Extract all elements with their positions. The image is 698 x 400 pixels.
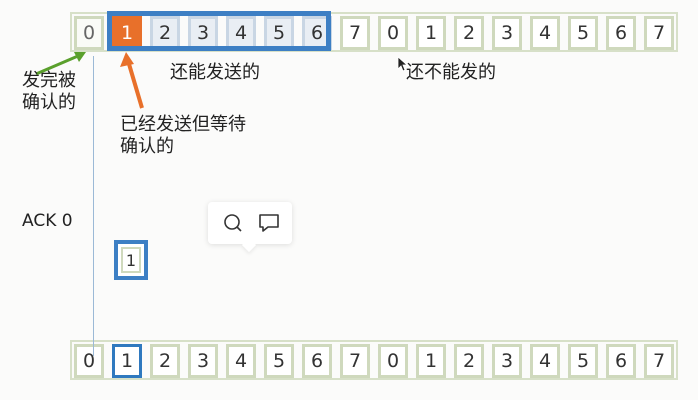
sent-waiting-label: 已经发送但等待确认的 bbox=[120, 114, 246, 157]
acked-label: 发完被确认的 bbox=[22, 70, 76, 113]
sent-waiting-arrow bbox=[120, 52, 144, 109]
sender-seq-cell: 7 bbox=[340, 16, 370, 50]
packet-number: 1 bbox=[121, 247, 141, 273]
sender-seq-cell: 5 bbox=[264, 16, 294, 50]
can-send-label: 还能发送的 bbox=[170, 62, 260, 83]
receiver-seq-cell: 0 bbox=[74, 344, 104, 378]
sender-seq-cell: 1 bbox=[416, 16, 446, 50]
receiver-seq-cell: 5 bbox=[264, 344, 294, 378]
mouse-cursor-icon bbox=[397, 56, 409, 72]
receiver-seq-cell: 2 bbox=[150, 344, 180, 378]
ack-label: ACK 0 bbox=[22, 211, 73, 231]
receiver-seq-cell: 6 bbox=[302, 344, 332, 378]
sender-seq-cell: 2 bbox=[150, 16, 180, 50]
sender-seq-cell: 3 bbox=[492, 16, 522, 50]
sender-seq-cell: 3 bbox=[188, 16, 218, 50]
receiver-seq-cell: 7 bbox=[340, 344, 370, 378]
comment-button[interactable] bbox=[256, 211, 282, 235]
receiver-seq-cell: 6 bbox=[606, 344, 636, 378]
receiver-seq-cell: 5 bbox=[568, 344, 598, 378]
receiver-seq-cell: 3 bbox=[492, 344, 522, 378]
packet-frame: 1 bbox=[114, 240, 148, 280]
receiver-seq-cell: 7 bbox=[644, 344, 674, 378]
sender-seq-cell: 0 bbox=[378, 16, 408, 50]
sender-seq-cell: 5 bbox=[568, 16, 598, 50]
floating-toolbar bbox=[208, 202, 292, 244]
receiver-seq-cell: 4 bbox=[226, 344, 256, 378]
search-icon bbox=[224, 214, 242, 232]
cannot-send-label: 还不能发的 bbox=[406, 62, 496, 83]
sender-seq-cell: 0 bbox=[74, 16, 104, 50]
sender-seq-cell: 6 bbox=[606, 16, 636, 50]
sender-seq-cell: 4 bbox=[226, 16, 256, 50]
receiver-seq-cell: 2 bbox=[454, 344, 484, 378]
receiver-seq-cell: 1 bbox=[416, 344, 446, 378]
receiver-sequence-frame bbox=[70, 340, 678, 380]
sender-seq-cell: 7 bbox=[644, 16, 674, 50]
receiver-seq-cell: 0 bbox=[378, 344, 408, 378]
sender-seq-cell: 1 bbox=[112, 16, 142, 50]
sender-seq-cell: 2 bbox=[454, 16, 484, 50]
timeline-line bbox=[93, 56, 94, 356]
receiver-seq-cell: 4 bbox=[530, 344, 560, 378]
sender-seq-cell: 4 bbox=[530, 16, 560, 50]
search-button[interactable] bbox=[220, 211, 246, 235]
receiver-seq-cell: 1 bbox=[112, 344, 142, 378]
receiver-seq-cell: 3 bbox=[188, 344, 218, 378]
sender-seq-cell: 6 bbox=[302, 16, 332, 50]
sender-sequence-frame bbox=[70, 12, 678, 52]
comment-icon bbox=[259, 214, 279, 232]
